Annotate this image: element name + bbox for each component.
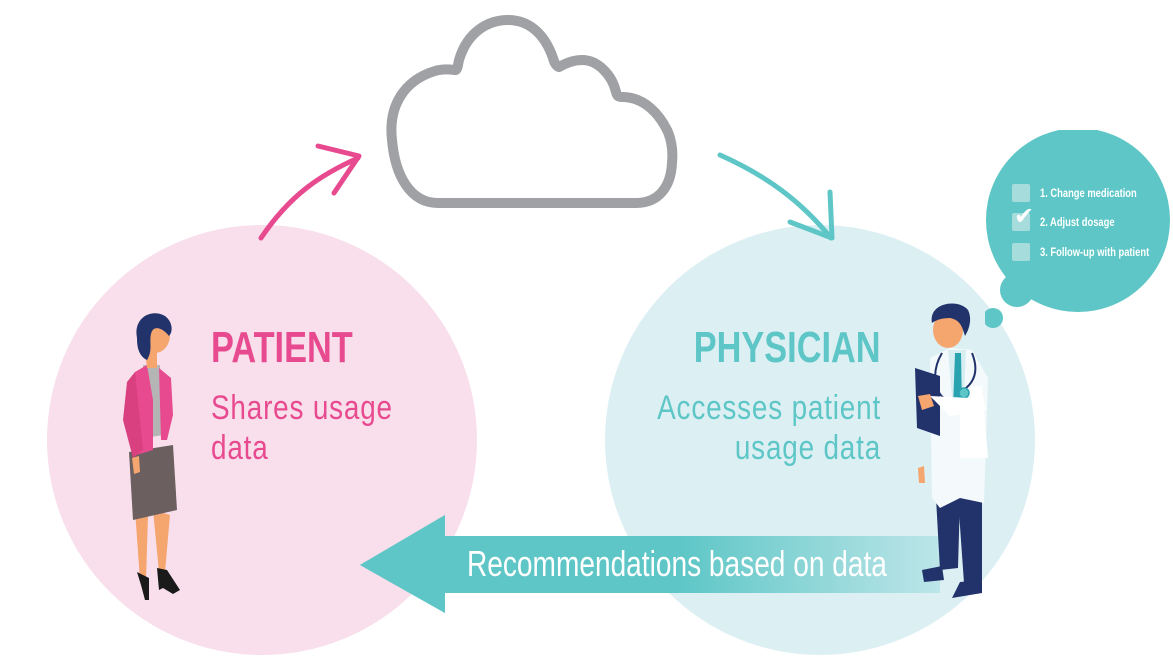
patient-description: Shares usage data: [211, 388, 393, 468]
checklist-item-follow-up: 3. Follow-up with patient: [1012, 242, 1173, 262]
patient-description-line1: Shares usage: [211, 389, 393, 427]
checkbox-unchecked-icon: [1012, 184, 1030, 202]
checkmark-icon: ✔: [1014, 203, 1035, 230]
left-arrow-icon: [360, 515, 940, 613]
curved-arrow-down-right-icon: [717, 152, 835, 241]
physician-title: PHYSICIAN: [694, 323, 881, 372]
patient-description-line2: data: [211, 429, 269, 467]
checkbox-checked-icon: ✔: [1012, 205, 1034, 231]
checklist-item-adjust-dosage: ✔ 2. Adjust dosage: [1012, 203, 1115, 231]
curved-arrow-up-right-icon: [258, 143, 362, 241]
recommendation-label: Recommendations based on data: [467, 543, 887, 584]
physician-description-line2: usage data: [734, 429, 881, 467]
checklist-item-change-medication: 1. Change medication: [1012, 183, 1164, 203]
physician-description: Accesses patient usage data: [657, 388, 881, 468]
checkbox-unchecked-icon: [1012, 243, 1030, 261]
woman-figure-icon: [123, 313, 180, 600]
cloud-icon: [386, 15, 678, 208]
doctor-figure-icon: [915, 303, 988, 598]
patient-title: PATIENT: [211, 323, 353, 372]
physician-description-line1: Accesses patient: [657, 389, 881, 427]
thought-bubble: [985, 130, 1170, 328]
